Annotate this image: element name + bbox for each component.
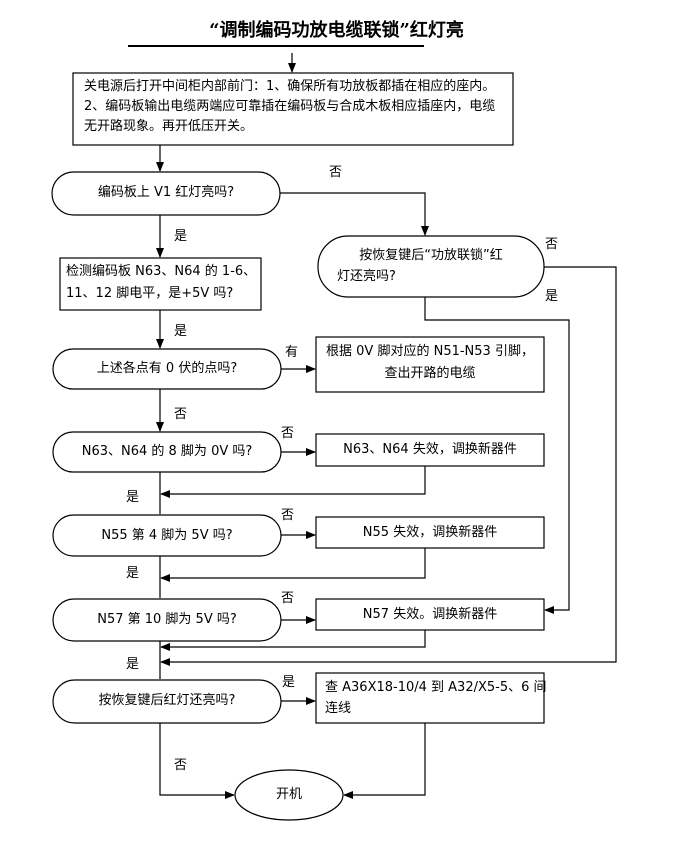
label-n55-no: 否	[281, 508, 295, 523]
arrow-reset2-no	[159, 723, 235, 799]
fail-n63-box	[315, 433, 545, 467]
check-n63-box	[59, 257, 262, 311]
find-open-text-line1: 根据 0V 脚对应的 N51-N53 引脚，	[326, 344, 534, 359]
start-box-text: 关电源后打开中间柜内部前门：1、确保所有功放板都插在相应的座内。2、编码板输出电…	[84, 79, 496, 134]
q-n55-text: N55 第 4 脚为 5V 吗?	[101, 528, 233, 543]
q-reset1-node	[317, 235, 545, 298]
start-box	[72, 72, 514, 146]
label-v1-no: 否	[329, 165, 343, 180]
check-a36-text-line1: 查 A36X18-10/4 到 A32/X5-5、6 间	[325, 680, 547, 695]
label-n55-yes: 是	[126, 566, 140, 581]
find-open-box	[315, 336, 545, 393]
label-reset1-yes: 是	[545, 289, 559, 304]
label-zero-no: 否	[174, 407, 188, 422]
q-zero-text: 上述各点有 0 伏的点吗?	[96, 361, 238, 376]
q-reset1-text-line1: 按恢复键后“功放联锁”红	[359, 248, 503, 263]
arrow-a36-end	[343, 723, 426, 799]
label-n57-no: 否	[281, 591, 295, 606]
fail-n55-box	[315, 516, 545, 549]
arrow-v1-no	[280, 192, 429, 236]
fail-n63-text: N63、N64 失效，调换新器件	[343, 442, 517, 457]
q-n57-text: N57 第 10 脚为 5V 吗?	[97, 612, 237, 627]
check-n63-text-line2: 11、12 脚电平，是+5V 吗?	[66, 286, 234, 301]
label-reset2-no: 否	[174, 758, 188, 773]
label-pin8-no: 否	[281, 426, 295, 441]
page-title: “调制编码功放电缆联锁”红灯亮	[209, 20, 464, 41]
label-v1-yes: 是	[174, 229, 188, 244]
q-v1-text: 编码板上 V1 红灯亮吗?	[97, 185, 235, 200]
arrow-fail63-return	[160, 466, 426, 498]
check-a36-text-line2: 连线	[325, 701, 352, 716]
label-reset2-yes: 是	[282, 675, 296, 690]
label-zero-have: 有	[285, 345, 299, 360]
q-reset2-text: 按恢复键后红灯还亮吗?	[98, 693, 236, 708]
arrow-fail57-return	[160, 630, 426, 651]
label-n57-yes: 是	[126, 657, 140, 672]
arrow-fail55-return	[160, 548, 426, 582]
q-reset1-text-line2: 灯还亮吗?	[337, 269, 396, 284]
label-check-yes: 是	[174, 324, 188, 339]
fail-n57-box	[315, 598, 545, 631]
q-pin8-text: N63、N64 的 8 脚为 0V 吗?	[81, 444, 253, 459]
label-pin8-yes: 是	[126, 490, 140, 505]
check-n63-text-line1: 检测编码板 N63、N64 的 1-6、	[66, 264, 257, 279]
check-a36-box	[315, 672, 545, 724]
fail-n57-text: N57 失效。调换新器件	[362, 607, 498, 622]
arrow-reset1-yes	[424, 297, 570, 614]
end-text: 开机	[275, 787, 302, 802]
fail-n55-text: N55 失效，调换新器件	[362, 525, 498, 540]
find-open-text-line2: 查出开路的电缆	[384, 366, 476, 381]
label-reset1-no: 否	[545, 237, 559, 252]
arrow-reset1-no	[160, 266, 617, 666]
